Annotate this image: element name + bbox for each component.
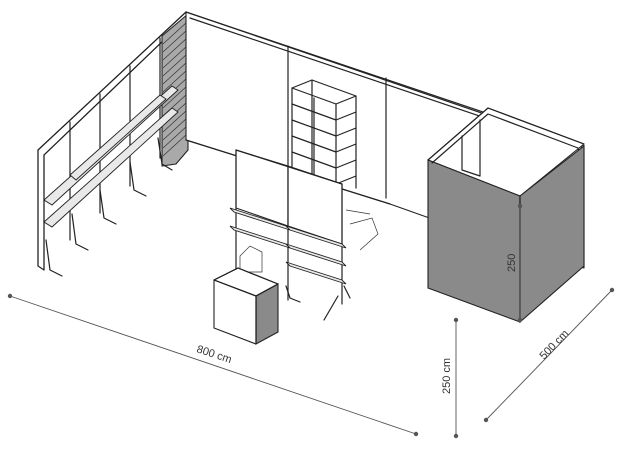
dimension-width: 800 cm — [7, 293, 419, 437]
height-dimension-label: 250 cm — [441, 358, 453, 394]
depth-dimension-label: 500 cm — [538, 328, 572, 362]
reception-counter — [213, 267, 279, 345]
storage-cabin: 250 — [427, 107, 585, 324]
left-wall-shelves — [43, 85, 179, 277]
width-dimension-label: 800 cm — [195, 343, 233, 366]
dimension-height: 250 cm — [441, 317, 459, 439]
central-display-wall — [229, 149, 379, 321]
cube-shelf-unit — [291, 79, 357, 197]
cabin-height-label: 250 — [506, 254, 518, 272]
